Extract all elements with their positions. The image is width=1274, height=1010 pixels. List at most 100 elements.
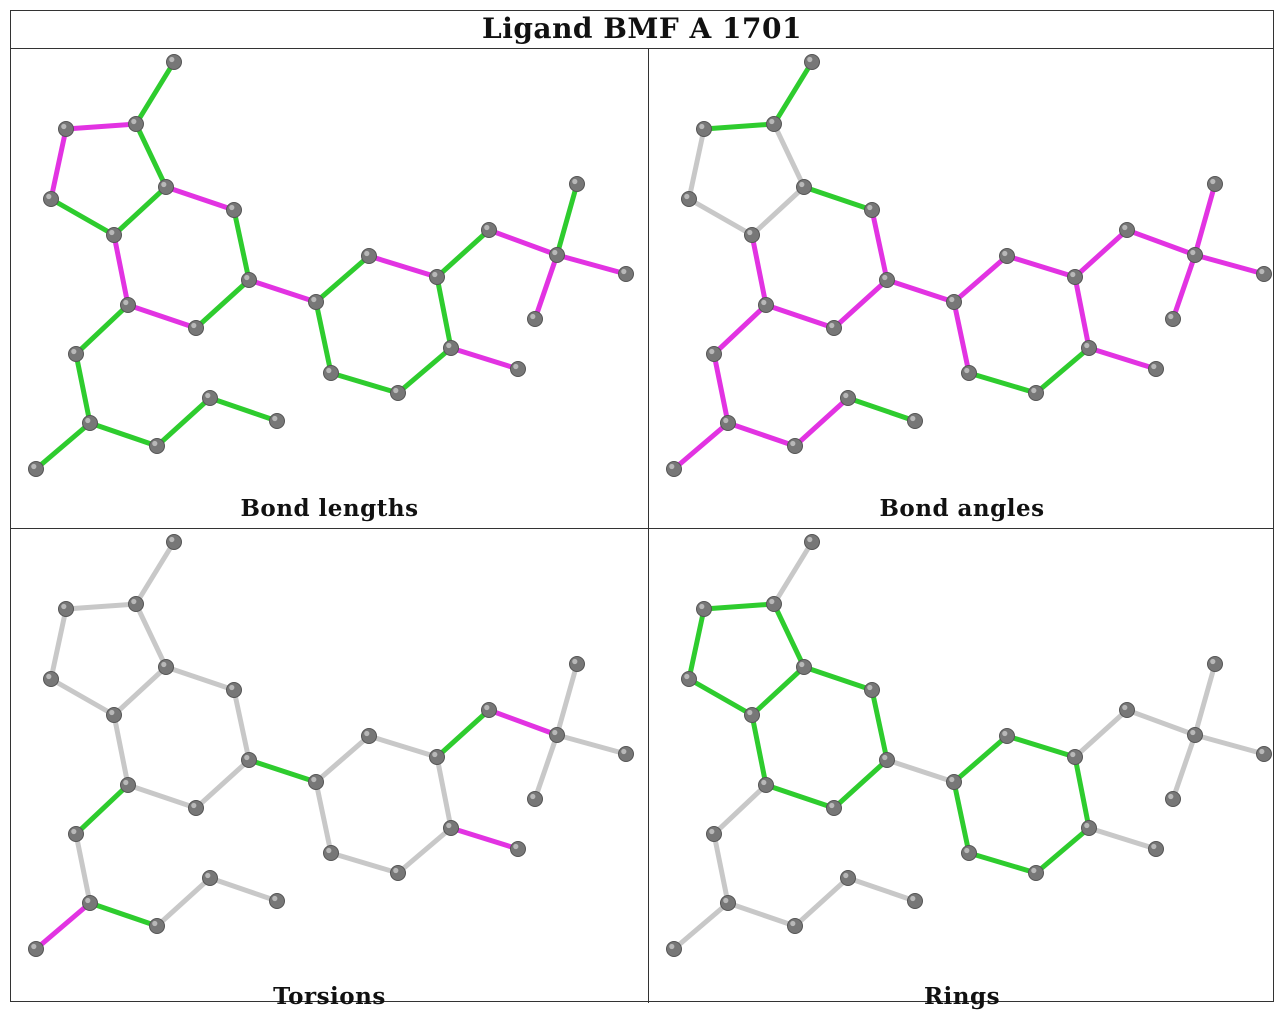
bond: [193, 277, 252, 331]
bond: [48, 196, 117, 238]
bond: [313, 253, 372, 305]
bond: [801, 184, 875, 213]
panel-caption: Bond angles: [879, 495, 1045, 522]
atom: [796, 659, 812, 675]
bond: [486, 227, 560, 258]
bond: [328, 850, 401, 876]
panel-caption: Torsions: [273, 983, 386, 1010]
atom: [804, 534, 820, 550]
bond: [1004, 733, 1078, 760]
bond: [207, 395, 280, 424]
atom-highlight: [229, 204, 235, 211]
bond: [231, 207, 252, 283]
atom-highlight: [31, 463, 37, 470]
atom-highlight: [709, 828, 715, 835]
atom: [706, 826, 722, 842]
atom: [361, 728, 377, 744]
atom-highlight: [723, 417, 729, 424]
atom: [840, 870, 856, 886]
atom-highlight: [530, 793, 536, 800]
atom: [188, 320, 204, 336]
atom: [826, 800, 842, 816]
atom-highlight: [71, 348, 77, 355]
atom: [907, 413, 923, 429]
bond: [366, 253, 440, 280]
atom: [569, 176, 585, 192]
bond: [1124, 227, 1198, 258]
molecule-view: [28, 534, 634, 957]
bond: [801, 664, 875, 693]
bond: [951, 253, 1010, 305]
atom: [946, 774, 962, 790]
atom: [68, 826, 84, 842]
atom: [744, 227, 760, 243]
atom-highlight: [109, 709, 115, 716]
bond: [133, 601, 169, 670]
atom-highlight: [621, 268, 627, 275]
atom: [226, 682, 242, 698]
bond: [73, 351, 93, 426]
atom-highlight: [747, 709, 753, 716]
atom-highlight: [964, 367, 970, 374]
atom: [666, 461, 682, 477]
bond: [686, 606, 707, 682]
atom: [510, 361, 526, 377]
atom-highlight: [709, 348, 715, 355]
atom-highlight: [1084, 342, 1090, 349]
bond: [1124, 707, 1198, 738]
bond: [111, 712, 131, 788]
atom: [68, 346, 84, 362]
atom-highlight: [807, 56, 813, 63]
atom: [510, 841, 526, 857]
atom: [28, 941, 44, 957]
atom: [82, 415, 98, 431]
bond: [328, 370, 401, 396]
bond: [966, 850, 1039, 876]
bond: [831, 757, 890, 811]
atom: [840, 390, 856, 406]
atom: [720, 895, 736, 911]
atom: [390, 385, 406, 401]
atom-highlight: [1031, 387, 1037, 394]
bond: [771, 601, 807, 670]
atom: [43, 191, 59, 207]
atom: [946, 294, 962, 310]
atom: [1081, 340, 1097, 356]
atom-highlight: [572, 658, 578, 665]
atom-highlight: [882, 274, 888, 281]
atom-highlight: [326, 367, 332, 374]
atom-highlight: [169, 536, 175, 543]
bond: [1192, 181, 1218, 258]
bond: [845, 395, 918, 424]
atom-highlight: [364, 730, 370, 737]
bond: [163, 664, 237, 693]
atom: [907, 893, 923, 909]
atom-highlight: [169, 56, 175, 63]
atom-highlight: [513, 363, 519, 370]
bond: [313, 779, 334, 856]
atom: [961, 365, 977, 381]
atom: [481, 222, 497, 238]
atom: [961, 845, 977, 861]
atom-highlight: [769, 118, 775, 125]
atom-highlight: [446, 822, 452, 829]
atom: [618, 746, 634, 762]
atom: [226, 202, 242, 218]
atom-highlight: [1259, 268, 1265, 275]
atom: [149, 918, 165, 934]
atom: [188, 800, 204, 816]
atom-highlight: [152, 920, 158, 927]
atom-highlight: [432, 751, 438, 758]
bond: [448, 345, 521, 372]
atom-highlight: [669, 463, 675, 470]
bond: [771, 539, 815, 607]
bond: [133, 59, 177, 127]
bond: [763, 302, 837, 331]
atom: [804, 54, 820, 70]
bond: [1033, 345, 1092, 396]
atom-highlight: [807, 536, 813, 543]
atom: [864, 202, 880, 218]
atom-highlight: [1168, 313, 1174, 320]
atom: [787, 438, 803, 454]
atom: [429, 269, 445, 285]
